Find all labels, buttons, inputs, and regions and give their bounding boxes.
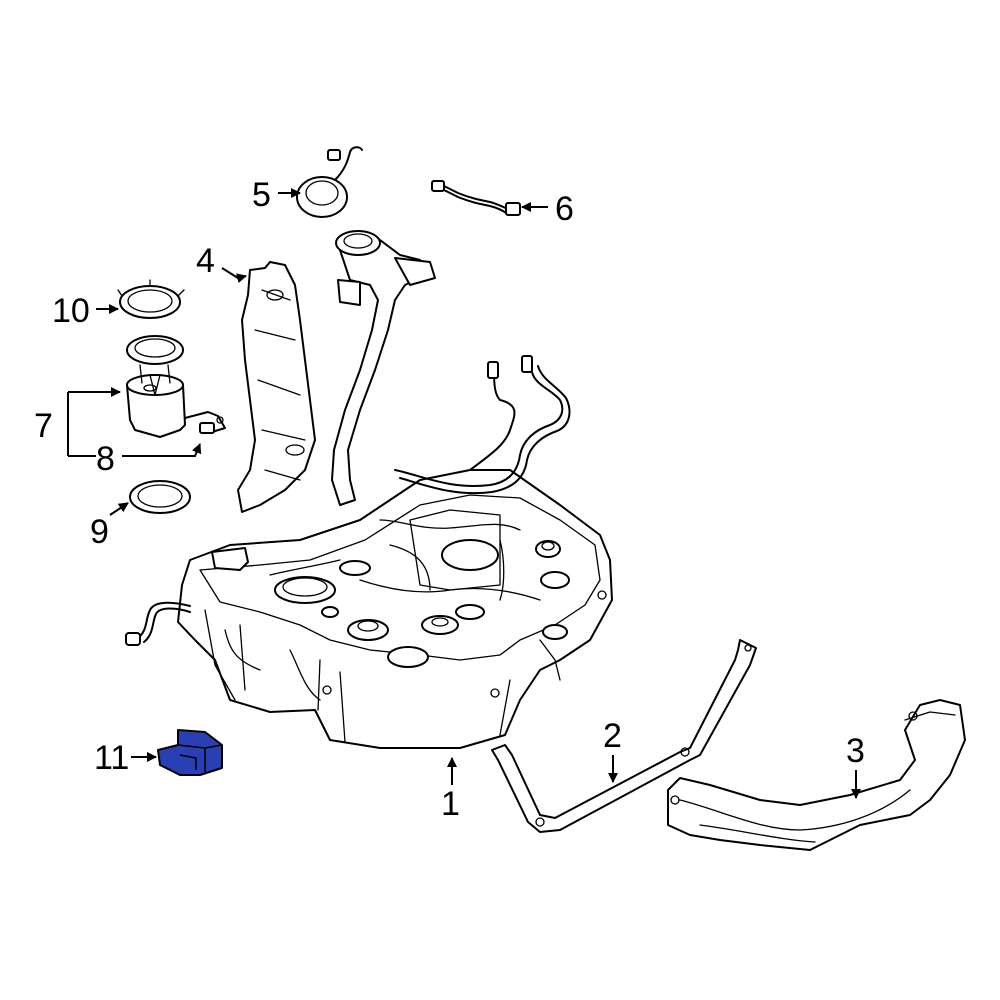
wiring-harness-part[interactable] <box>431 180 521 216</box>
callout-9: 9 <box>90 513 109 551</box>
filler-neck[interactable] <box>331 230 436 506</box>
tank-strap-part[interactable] <box>491 639 757 833</box>
filler-shield-part[interactable] <box>237 261 316 513</box>
callout-10: 10 <box>52 292 90 330</box>
heat-shield-part[interactable] <box>667 699 966 851</box>
callout-3: 3 <box>846 732 865 770</box>
callout-6: 6 <box>555 190 574 228</box>
callout-2: 2 <box>603 717 622 755</box>
callout-7: 7 <box>34 407 53 445</box>
filler-cap-part[interactable] <box>296 146 363 218</box>
lock-ring-top-part[interactable] <box>117 279 185 319</box>
lock-ring-bottom-part[interactable] <box>129 480 191 514</box>
callout-11: 11 <box>94 739 129 777</box>
callout-1: 1 <box>441 785 460 823</box>
fuel-tank-part[interactable] <box>177 469 613 749</box>
fuel-pump-module-part[interactable] <box>126 335 186 438</box>
callout-leaders <box>67 188 861 799</box>
level-sensor-part[interactable] <box>184 411 226 434</box>
sender-wire <box>125 601 191 646</box>
callout-numbers: 1 2 3 4 5 6 7 8 9 10 11 <box>34 176 865 823</box>
callout-4: 4 <box>196 242 215 280</box>
fuel-pump-control-module-part[interactable] <box>157 729 223 776</box>
fuel-lines <box>394 355 571 495</box>
callout-8: 8 <box>96 440 115 478</box>
callout-5: 5 <box>252 176 271 214</box>
